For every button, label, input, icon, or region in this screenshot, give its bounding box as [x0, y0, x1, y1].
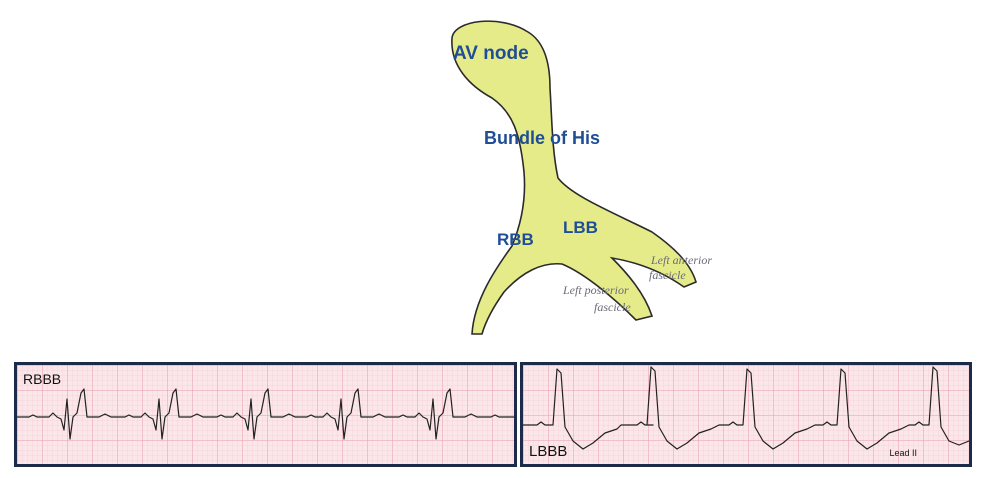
left-posterior-fascicle-label-1: Left posterior — [562, 283, 629, 297]
conduction-tree-shape — [451, 20, 697, 335]
rbb-label: RBB — [497, 230, 534, 249]
left-anterior-fascicle-label-2: fascicle — [649, 268, 686, 282]
lead-ii-label: Lead II — [889, 448, 917, 458]
conduction-system-diagram: AV node Bundle of His RBB LBB Left anter… — [451, 20, 712, 335]
rbbb-ecg-svg — [17, 365, 514, 464]
rbbb-grid — [17, 365, 514, 464]
left-anterior-fascicle-label-1: Left anterior — [650, 253, 712, 267]
rbbb-strip-label: RBBB — [23, 371, 62, 387]
lbbb-strip-label: LBBB — [529, 443, 568, 460]
bundle-of-his-label: Bundle of His — [484, 128, 600, 148]
lbbb-ecg-svg — [523, 365, 969, 464]
lbbb-trace — [523, 366, 969, 450]
lbb-label: LBB — [563, 218, 598, 237]
left-posterior-fascicle-label-2: fascicle — [594, 300, 631, 314]
av-node-label: AV node — [453, 43, 529, 64]
rbbb-ecg-strip: RBBB — [14, 362, 517, 467]
rbbb-trace — [17, 388, 514, 440]
lbbb-ecg-strip: LBBB Lead II — [520, 362, 972, 467]
